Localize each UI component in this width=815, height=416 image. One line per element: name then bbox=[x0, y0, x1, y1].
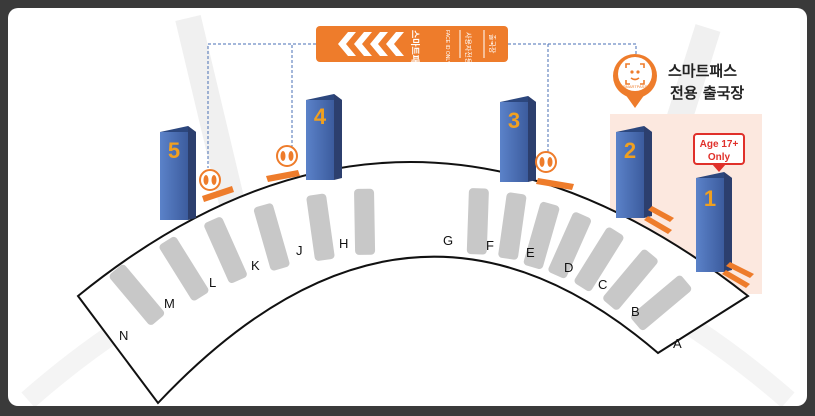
counter-bar-g bbox=[466, 188, 489, 255]
counter-labels: A B C D E F G H J K L M N bbox=[119, 233, 682, 351]
footprint-marker-4 bbox=[266, 145, 300, 182]
counter-bar-m bbox=[159, 236, 209, 301]
counter-label-m: M bbox=[164, 296, 175, 311]
gate-3[interactable]: 3 bbox=[500, 96, 536, 182]
counter-label-h: H bbox=[339, 236, 348, 251]
sign-sub-text: FACE ID ONLY bbox=[444, 30, 450, 65]
sign-main-text: 스마트패스전용 bbox=[409, 30, 421, 88]
sign-connectors bbox=[207, 43, 637, 168]
smartpass-title-line2: 전용 출국장 bbox=[670, 84, 744, 102]
terminal-map: A B C D E F G H J K L M N 5 4 3 2 bbox=[8, 8, 807, 406]
pin-caption: SMARTPASS bbox=[623, 84, 648, 89]
counter-label-c: C bbox=[598, 277, 607, 292]
sign-extra1-text: 사용자전용 bbox=[464, 32, 473, 65]
queue-stripe bbox=[202, 186, 234, 202]
queue-stripe bbox=[266, 170, 300, 182]
counter-label-l: L bbox=[209, 275, 216, 290]
gate-number-2: 2 bbox=[624, 138, 636, 163]
counter-bar-n bbox=[109, 264, 165, 325]
counter-bar-b bbox=[603, 249, 658, 310]
counter-label-j: J bbox=[296, 243, 303, 258]
chevron-left-icon bbox=[338, 32, 404, 56]
counter-bar-e bbox=[523, 201, 560, 270]
counter-bar-k bbox=[253, 203, 290, 271]
counter-bar-h bbox=[354, 188, 376, 255]
face-scan-icon bbox=[625, 63, 645, 85]
counter-bar-a bbox=[631, 275, 692, 331]
counter-label-k: K bbox=[251, 258, 260, 273]
age-badge: Age 17+ Only bbox=[693, 133, 745, 172]
counter-label-g: G bbox=[443, 233, 453, 248]
counter-bar-l bbox=[204, 217, 247, 284]
gate-1[interactable]: 1 bbox=[696, 172, 732, 272]
queue-stripes-smartpass bbox=[644, 206, 754, 288]
smartpass-direction-sign: 스마트패스전용 FACE ID ONLY 사용자전용 출국장 bbox=[316, 26, 508, 88]
counter-label-e: E bbox=[526, 245, 535, 260]
footprint-marker-5 bbox=[199, 169, 234, 202]
counter-bar-j bbox=[306, 193, 335, 261]
smartpass-pin[interactable]: SMARTPASS bbox=[610, 8, 662, 108]
counter-bar-c bbox=[574, 227, 624, 292]
gate-5[interactable]: 5 bbox=[160, 126, 196, 220]
counter-label-n: N bbox=[119, 328, 128, 343]
counter-bar-f bbox=[498, 192, 527, 260]
gate-2[interactable]: 2 bbox=[616, 126, 652, 218]
gate-4[interactable]: 4 bbox=[306, 94, 342, 180]
gate-number-4: 4 bbox=[314, 104, 327, 129]
counter-label-a: A bbox=[673, 336, 682, 351]
gate-number-5: 5 bbox=[168, 138, 180, 163]
counter-label-f: F bbox=[486, 238, 494, 253]
counter-label-b: B bbox=[631, 304, 640, 319]
age-badge-line2: Only bbox=[708, 152, 731, 163]
counter-label-d: D bbox=[564, 260, 573, 275]
smartpass-title-line1: 스마트패스 bbox=[668, 62, 737, 80]
counter-bar-d bbox=[548, 212, 591, 279]
map-svg: A B C D E F G H J K L M N 5 4 3 2 bbox=[21, 8, 795, 406]
queue-stripe bbox=[536, 178, 574, 190]
sign-extra2-text: 출국장 bbox=[488, 34, 497, 54]
gate-number-1: 1 bbox=[704, 186, 716, 211]
footprint-marker-3 bbox=[535, 151, 574, 190]
gate-number-3: 3 bbox=[508, 108, 520, 133]
counter-bars bbox=[109, 188, 692, 331]
age-badge-line1: Age 17+ bbox=[700, 139, 739, 150]
